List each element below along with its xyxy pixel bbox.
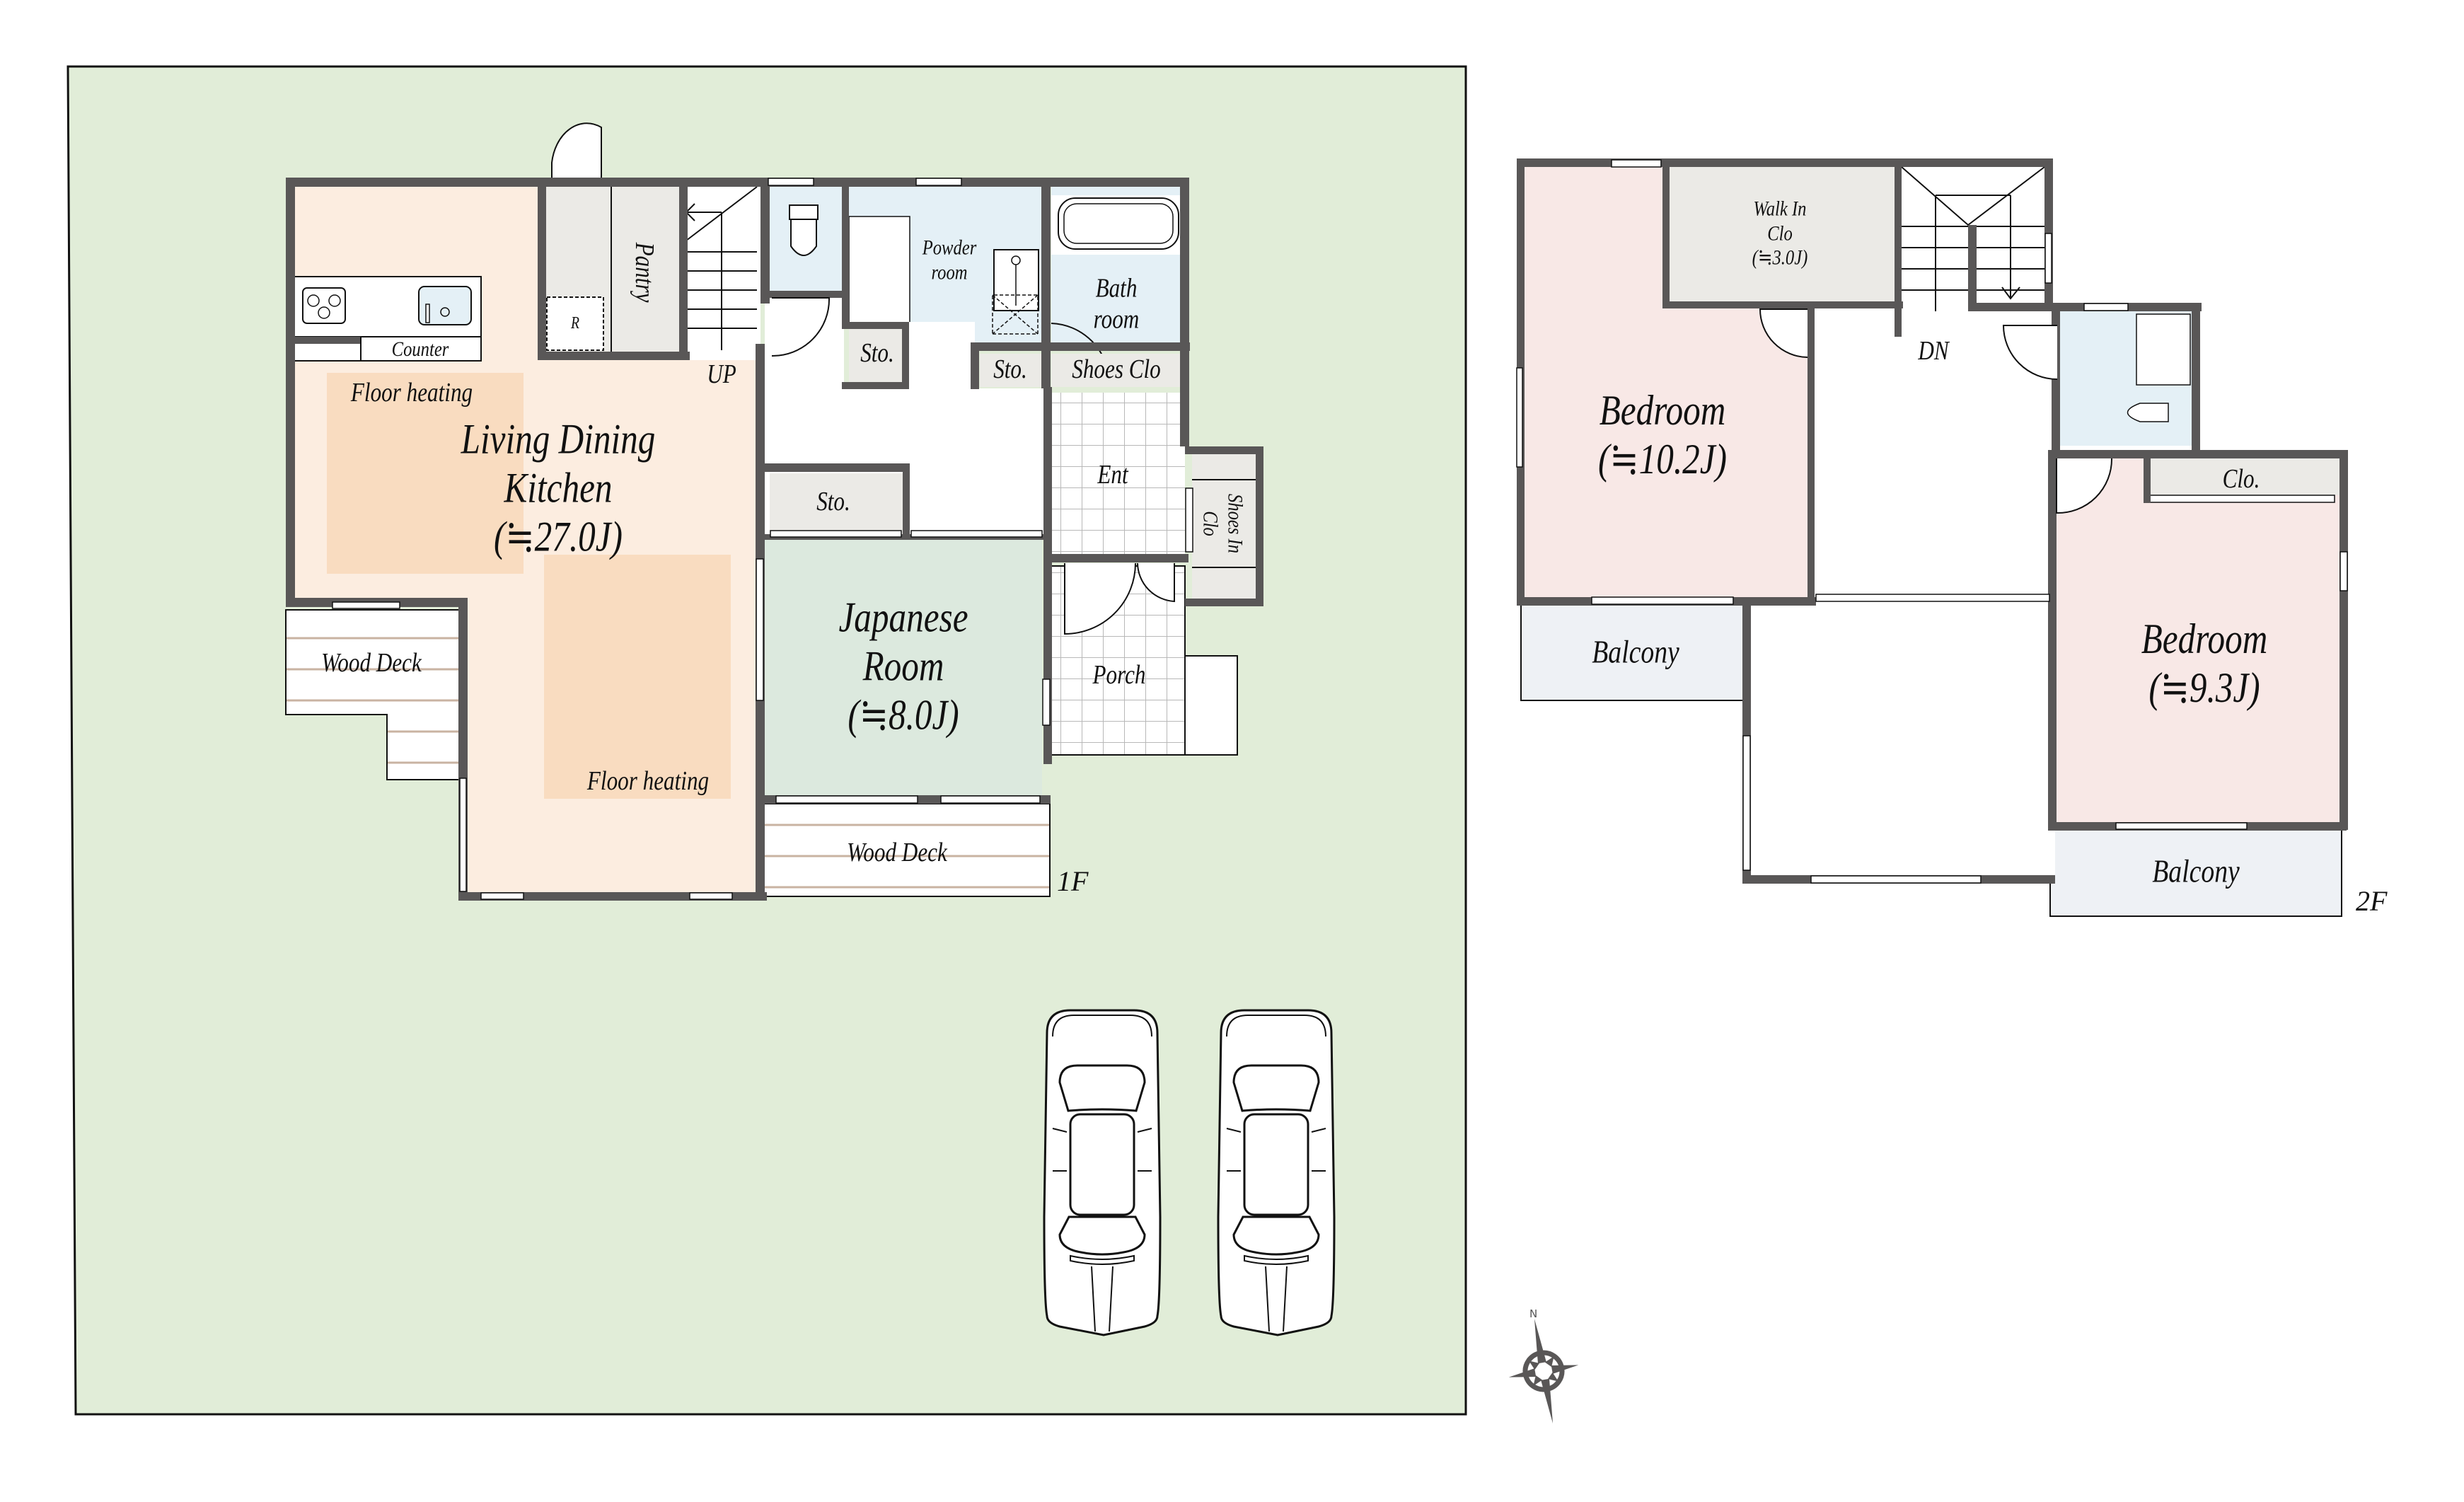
- bedroom-2-label: Bedroom (≒9.3J): [2141, 616, 2268, 711]
- ldk-name-line1: Living Dining: [461, 415, 656, 463]
- stairs-dn-label: DN: [1918, 336, 1949, 366]
- porch-label: Porch: [1092, 660, 1146, 691]
- pantry-label: Pantry: [629, 242, 659, 303]
- bedroom-1-label: Bedroom (≒10.2J): [1598, 387, 1727, 483]
- car-2: [1217, 1009, 1336, 1336]
- compass-rose: [1508, 1319, 1579, 1423]
- ldk-label: Living Dining Kitchen (≒27.0J): [461, 415, 656, 562]
- floor-heating-label-1: Floor heating: [350, 378, 473, 408]
- car-1: [1043, 1009, 1162, 1336]
- shoes-closet-label: Shoes Clo: [1072, 354, 1161, 385]
- floor-heating-label-2: Floor heating: [586, 766, 710, 797]
- floor1-plan: [285, 122, 1263, 901]
- ldk-area: (≒27.0J): [494, 513, 623, 560]
- wood-deck-label-2: Wood Deck: [847, 838, 947, 868]
- closet-label: Clo.: [2222, 464, 2260, 495]
- balcony-2-label: Balcony: [2152, 853, 2240, 889]
- floor2-plan: [1516, 158, 2348, 917]
- entrance-label: Ent: [1097, 460, 1128, 490]
- shoes-in-closet-label: Shoes In Clo: [1199, 493, 1247, 554]
- walk-in-closet-label: Walk In Clo (≒3.0J): [1752, 197, 1808, 270]
- storage-label-2: Sto.: [993, 354, 1027, 385]
- wood-deck-label-1: Wood Deck: [321, 648, 422, 678]
- bathroom-label: Bath room: [1093, 273, 1140, 334]
- stairs-up-label: UP: [707, 359, 736, 390]
- counter-label: Counter: [391, 337, 449, 361]
- japanese-room-label: Japanese Room (≒8.0J): [838, 594, 968, 739]
- storage-label-3: Sto.: [816, 487, 850, 517]
- storage-label-1: Sto.: [860, 338, 894, 369]
- refrigerator-label: R: [570, 314, 580, 333]
- balcony-1-label: Balcony: [1592, 633, 1679, 670]
- ldk-name-line2: Kitchen: [504, 464, 613, 512]
- compass-north-label: N: [1529, 1307, 1538, 1320]
- floor-1-tag: 1F: [1057, 865, 1089, 897]
- powder-room-label: Powder room: [922, 236, 977, 284]
- floor-2-tag: 2F: [2356, 885, 2388, 917]
